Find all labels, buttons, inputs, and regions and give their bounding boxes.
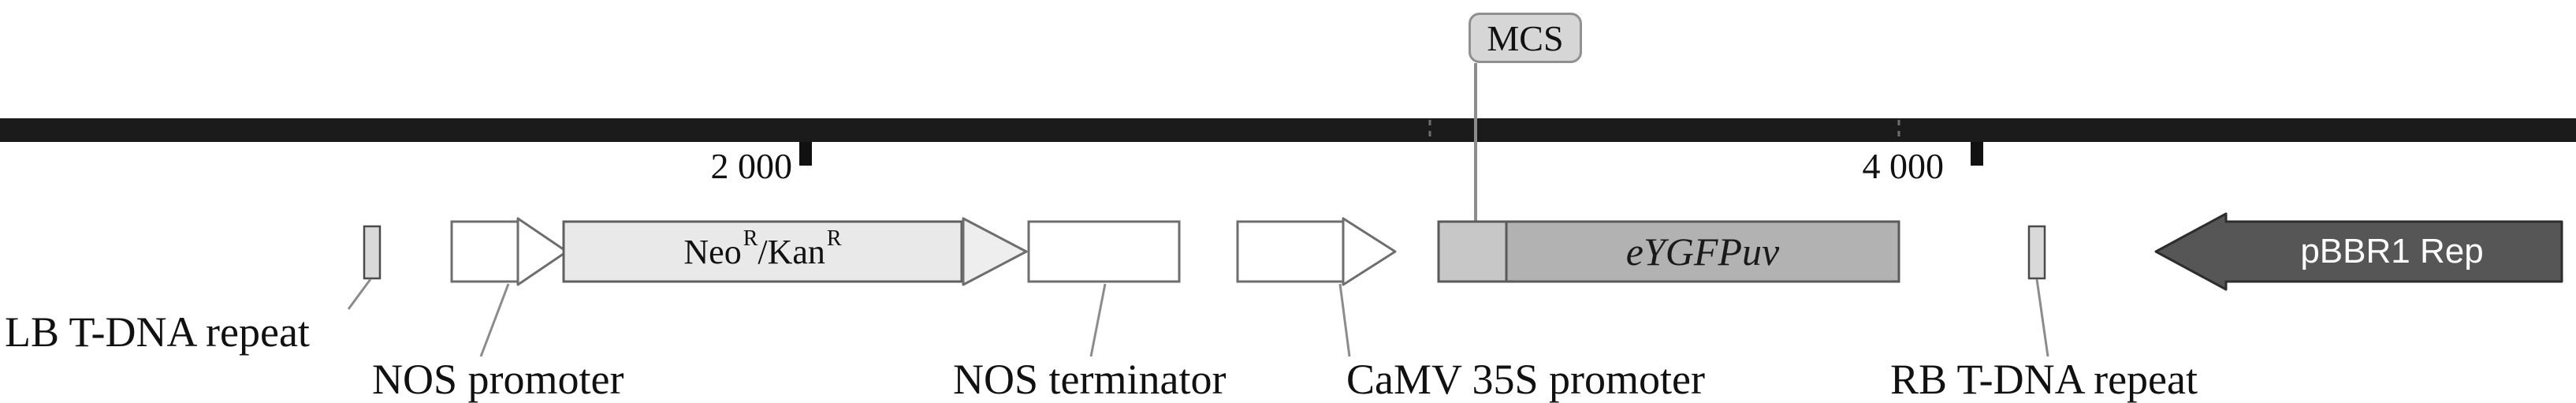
ruler-tick-4000 xyxy=(1971,142,1983,166)
rb-tdna-repeat-box xyxy=(2027,225,2046,280)
ruler-label-4000: 4 000 xyxy=(1862,146,1945,186)
pbbr1-rep-label: pBBR1 Rep xyxy=(2300,232,2484,271)
lb-tdna-repeat-box xyxy=(363,225,382,280)
lb-leader-line xyxy=(347,278,372,310)
rb-tdna-repeat-label: RB T-DNA repeat xyxy=(1890,356,2198,403)
nos-promoter-arrow-head xyxy=(516,217,568,286)
neo-kan-label-sup1: R xyxy=(743,226,758,251)
neo-kan-arrowhead xyxy=(962,217,1028,286)
mcs-callout: MCS xyxy=(1469,13,1582,63)
eygfpuv-gene-label: eYGFPuv xyxy=(1625,229,1780,274)
mcs-callout-label: MCS xyxy=(1487,17,1564,58)
neo-kan-label-base1: Neo xyxy=(683,232,742,271)
camv-promoter-arrow-body xyxy=(1236,220,1346,283)
rb-leader-line xyxy=(2035,278,2049,357)
nos-terminator-box xyxy=(1027,220,1181,283)
eygfpuv-gene-box xyxy=(1505,220,1900,283)
nos-promoter-leader-line xyxy=(479,283,510,357)
camv-35s-promoter-label: CaMV 35S promoter xyxy=(1346,356,1705,403)
neo-kan-label-base2: /Kan xyxy=(758,232,825,271)
mcs-region-box xyxy=(1437,220,1508,283)
nos-promoter-label: NOS promoter xyxy=(372,356,624,403)
ruler-label-2000: 2 000 xyxy=(710,146,793,186)
nos-terminator-label: NOS terminator xyxy=(953,356,1227,403)
pbbr1-rep-arrow xyxy=(2154,212,2563,291)
ruler-tick-2000 xyxy=(799,142,812,166)
lb-tdna-repeat-label: LB T-DNA repeat xyxy=(5,308,310,356)
backbone-bar xyxy=(0,118,2576,142)
neo-kan-box xyxy=(562,220,963,283)
neo-kan-label-sup2: R xyxy=(826,226,842,251)
nos-promoter-arrow-body xyxy=(450,220,519,283)
nos-terminator-leader-line xyxy=(1089,283,1107,357)
camv-promoter-arrow-head xyxy=(1342,217,1397,286)
camv-promoter-leader-line xyxy=(1338,283,1351,357)
